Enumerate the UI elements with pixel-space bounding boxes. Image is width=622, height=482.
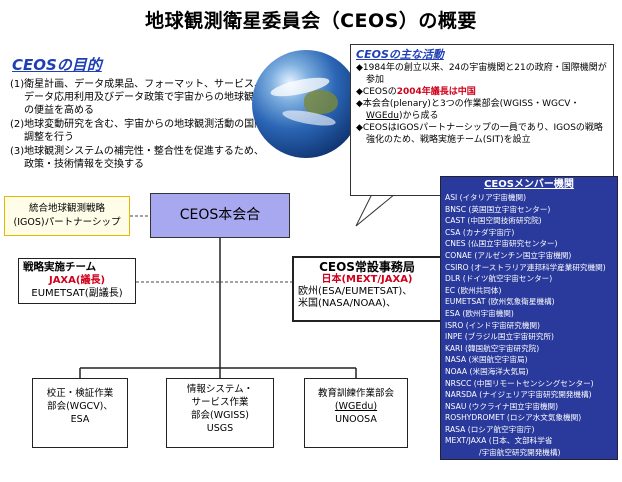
secretariat-usa: 米国(NASA/NOAA)、 bbox=[298, 298, 397, 309]
member-item: ROSHYDROMET (ロシア水文気象機関) bbox=[445, 413, 582, 423]
callout-tail bbox=[355, 193, 397, 227]
wg-calval-box: 校正・検証作業 部会(WGCV)、 ESA bbox=[32, 378, 128, 448]
member-item: EUMETSAT (欧州気象衛星機構) bbox=[445, 297, 555, 307]
purpose-heading: CEOSの目的 bbox=[12, 56, 102, 74]
secretariat-europe: 欧州(ESA/EUMETSAT)、 bbox=[298, 286, 413, 297]
wg-edu-box: 教育訓練作業部会 (WGEdu) UNOOSA bbox=[304, 378, 408, 448]
ceos-plenary-box: CEOS本会合 bbox=[150, 193, 290, 238]
activities-callout bbox=[350, 44, 614, 196]
activity-item: ◆CEOSはIGOSパートナーシップの一員であり、IGOSの戦略強化のため、戦略… bbox=[356, 123, 603, 145]
bullet-icon: ◆ bbox=[356, 123, 363, 133]
member-item: CNES (仏国立宇宙研究センター) bbox=[445, 239, 558, 249]
member-item: EC (欧州共同体) bbox=[445, 285, 502, 295]
activities-heading: CEOSの主な活動 bbox=[356, 48, 444, 61]
strategy-team-heading: 戦略実施チーム bbox=[23, 261, 97, 273]
member-item: NOAA (米国海洋大気局) bbox=[445, 366, 529, 376]
bullet-icon: ◆ bbox=[356, 87, 363, 97]
strategy-team-box: 戦略実施チーム JAXA(議長) EUMETSAT(副議長) bbox=[18, 258, 136, 304]
member-item: DLR (ドイツ航空宇宙センター) bbox=[445, 274, 553, 284]
earth-globe-image bbox=[252, 50, 360, 158]
member-item: NASA (米国航空宇宙局) bbox=[445, 355, 528, 365]
purpose-item: (3)地球観測システムの補完性・整合性を促進するため、政策・技術情報を交換する bbox=[10, 146, 264, 170]
strategy-team-vicechair: EUMETSAT(副議長) bbox=[31, 288, 123, 299]
member-item: CSIRO (オーストラリア連邦科学産業研究機関) bbox=[445, 262, 606, 272]
member-item: RASA (ロシア航空宇宙庁) bbox=[445, 424, 535, 434]
purpose-item: (2)地球変動研究を含む、宇宙からの地球観測活動の国際調整を行う bbox=[10, 119, 265, 143]
connector-lines bbox=[79, 193, 397, 378]
member-item: MEXT/JAXA (日本、文部科学省 bbox=[445, 436, 553, 446]
secretariat-box: CEOS常設事務局 日本(MEXT/JAXA) 欧州(ESA/EUMETSAT)… bbox=[292, 256, 442, 322]
wg-info-box: 情報システム・ サービス作業 部会(WGISS) USGS bbox=[166, 378, 274, 448]
member-item: CONAE (アルゼンチン国立宇宙機関) bbox=[445, 250, 572, 260]
member-item: SNSB (スウェーデン国立宇宙委員会) bbox=[445, 459, 573, 469]
member-item: ESA (欧州宇宙機関) bbox=[445, 308, 514, 318]
member-item: INPE (ブラジル国立宇宙研究所) bbox=[445, 332, 555, 342]
activity-item: ◆1984年の創立以来、24の宇宙機関と21の政府・国際機関が参加 bbox=[356, 63, 607, 85]
page-title: 地球観測衛星委員会（CEOS）の概要 bbox=[145, 10, 477, 32]
member-item: ASI (イタリア宇宙機関) bbox=[445, 193, 527, 202]
member-item: /宇宙航空研究開発機構) bbox=[479, 448, 561, 458]
activity-item: ◆本会合(plenary)と3つの作業部会(WGISS・WGCV・WGEdu)か… bbox=[356, 99, 580, 121]
member-item: BNSC (英国国立宇宙センター) bbox=[445, 204, 551, 214]
member-item: KARI (韓国航空宇宙研究院) bbox=[445, 343, 540, 353]
purpose-list: (1)衛星計画、データ成果品、フォーマット、サービス、データ応用利用及びデータ政… bbox=[10, 78, 272, 172]
activities-list: ◆1984年の創立以来、24の宇宙機関と21の政府・国際機関が参加 ◆CEOSの… bbox=[356, 62, 608, 146]
purpose-item: (1)衛星計画、データ成果品、フォーマット、サービス、データ応用利用及びデータ政… bbox=[10, 79, 264, 116]
secretariat-japan: 日本(MEXT/JAXA) bbox=[321, 274, 413, 285]
member-item: CSA (カナダ宇宙庁) bbox=[445, 227, 515, 237]
members-panel: CEOSメンバー機関 ASI (イタリア宇宙機関) BNSC (英国国立宇宙セン… bbox=[440, 176, 618, 480]
secretariat-heading: CEOS常設事務局 bbox=[319, 260, 415, 274]
members-heading: CEOSメンバー機関 bbox=[484, 179, 574, 190]
member-item: USGS (米国地質調査所) bbox=[445, 471, 528, 481]
member-item: CAST (中国空間技術研究院) bbox=[445, 216, 542, 226]
member-item: NRSCC (中国リモートセンシングセンター) bbox=[445, 378, 594, 388]
bullet-icon: ◆ bbox=[356, 99, 363, 109]
activity-item: ◆CEOSの2004年議長は中国 bbox=[356, 87, 476, 97]
member-item: NARSDA (ナイジェリア宇宙研究開発機構) bbox=[445, 390, 592, 400]
bullet-icon: ◆ bbox=[356, 63, 363, 73]
member-item: ISRO (インド宇宙研究機関) bbox=[445, 320, 540, 330]
igos-partnership-box: 統合地球観測戦略 (IGOS)パートナーシップ bbox=[4, 196, 130, 236]
member-item: NSAU (ウクライナ国立宇宙機関) bbox=[445, 401, 559, 411]
strategy-team-chair: JAXA(議長) bbox=[48, 275, 106, 286]
